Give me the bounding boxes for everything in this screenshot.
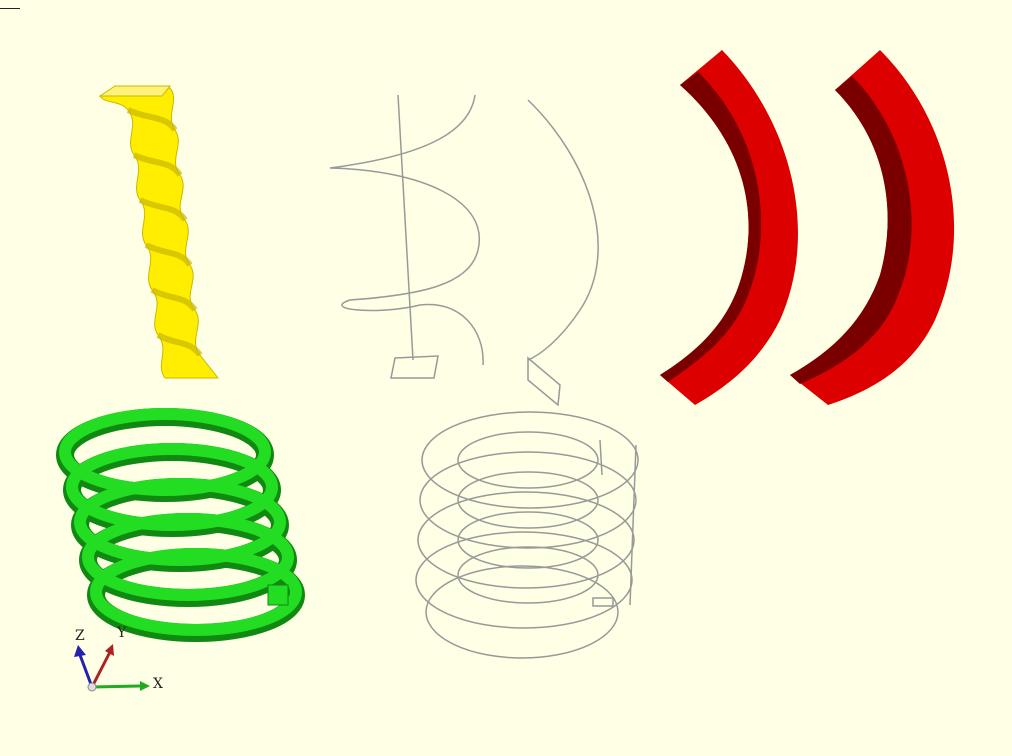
spring-coil-4: [82, 513, 294, 601]
wire-inner-coil-3: [457, 511, 599, 569]
wire-coil-1: [421, 411, 639, 509]
wire-straight-path: [397, 94, 414, 361]
wire-curve-path: [527, 99, 599, 361]
green-spring[interactable]: [56, 408, 305, 642]
red-arc-right: [790, 50, 955, 405]
wire-spring-profile: [592, 597, 614, 607]
x-axis-line: [91, 684, 141, 689]
wire-inner-coil-2: [457, 471, 599, 529]
wire-coil-4: [415, 531, 633, 629]
wire-inner-coil-4: [457, 546, 599, 604]
wire-coil-3: [417, 491, 635, 589]
red-arc-pair[interactable]: [660, 50, 955, 405]
wire-spring[interactable]: [415, 411, 639, 659]
y-axis-arrow: [105, 644, 114, 656]
spring-coil-5: [90, 548, 302, 636]
axis-gizmo: X Y Z: [74, 625, 163, 692]
wire-profile-square-2: [527, 356, 561, 407]
red-arc-right-shade: [790, 76, 912, 384]
wire-spring-leads: [599, 439, 637, 606]
z-axis-label: Z: [75, 628, 85, 644]
wire-coil-5: [425, 565, 619, 659]
y-axis-label: Y: [116, 625, 127, 641]
wire-coil-2: [419, 451, 637, 549]
viewport-corner-mark: [0, 8, 20, 9]
y-axis-line: [90, 651, 112, 688]
twisted-column-shade: [126, 107, 203, 357]
twisted-column[interactable]: [98, 85, 220, 379]
wire-profile-square-1: [390, 355, 439, 379]
red-arc-left-shade: [660, 72, 762, 382]
axis-origin: [87, 682, 97, 692]
z-axis-arrow: [74, 645, 86, 657]
x-axis-label: X: [153, 676, 163, 692]
wire-helix-paths[interactable]: [329, 94, 599, 407]
spring-end-cap: [267, 584, 289, 606]
red-arc-left: [660, 50, 798, 405]
z-axis-line: [78, 654, 94, 688]
twisted-column-top: [98, 85, 172, 97]
wire-helix-path: [329, 94, 484, 366]
wire-inner-coil-1: [457, 431, 599, 489]
x-axis-arrow: [140, 681, 150, 691]
